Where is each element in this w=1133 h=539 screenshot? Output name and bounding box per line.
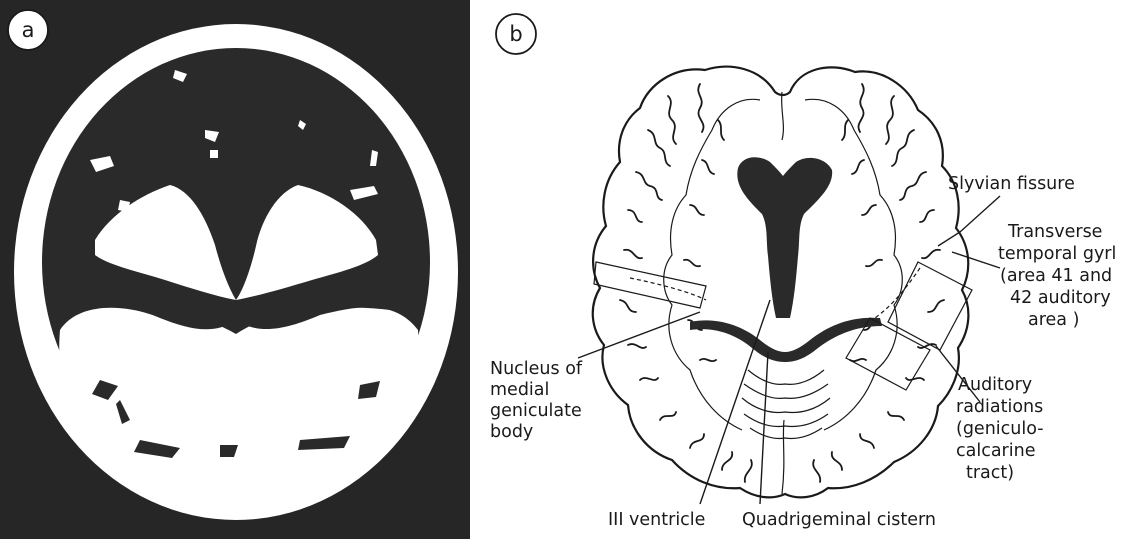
brain-diagram-panel: b Slyvia <box>490 14 1122 530</box>
auditory-line-4: calcarine <box>956 441 1035 461</box>
transverse-line-5: area ) <box>1028 310 1079 330</box>
sylvian-fissure-line: Slyvian fissure <box>948 174 1075 194</box>
quadrigeminal-cistern-line: Quadrigeminal cistern <box>742 510 936 530</box>
panel-a-label: a <box>22 18 35 42</box>
quadrigeminal-cistern-label: Quadrigeminal cistern <box>742 510 936 530</box>
third-ventricle-line: III ventricle <box>608 510 705 530</box>
ct-scan-panel: a <box>0 0 470 539</box>
transverse-line-2: temporal gyrl <box>998 244 1116 264</box>
transverse-line-1: Transverse <box>1007 222 1102 242</box>
nucleus-line-2: medial <box>490 380 549 400</box>
transverse-line-4: 42 auditory <box>1010 288 1111 308</box>
auditory-line-5: tract) <box>966 463 1014 483</box>
auditory-line-2: radiations <box>956 397 1043 417</box>
third-ventricle-label: III ventricle <box>608 510 705 530</box>
auditory-line-3: (geniculo- <box>956 419 1044 439</box>
transverse-temporal-gyri-label: Transverse temporal gyrl (area 41 and 42… <box>998 222 1122 330</box>
nucleus-line-1: Nucleus of <box>490 359 583 379</box>
auditory-radiations-label: Auditory radiations (geniculo- calcarine… <box>956 375 1049 483</box>
panel-b-label: b <box>509 22 522 46</box>
transverse-line-3: (area 41 and <box>1000 266 1112 286</box>
nucleus-medial-geniculate-label: Nucleus of medial geniculate body <box>490 359 588 442</box>
nucleus-line-4: body <box>490 422 533 442</box>
nucleus-line-3: geniculate <box>490 401 582 421</box>
sylvian-fissure-label: Slyvian fissure <box>948 174 1075 194</box>
auditory-line-1: Auditory <box>958 375 1032 395</box>
